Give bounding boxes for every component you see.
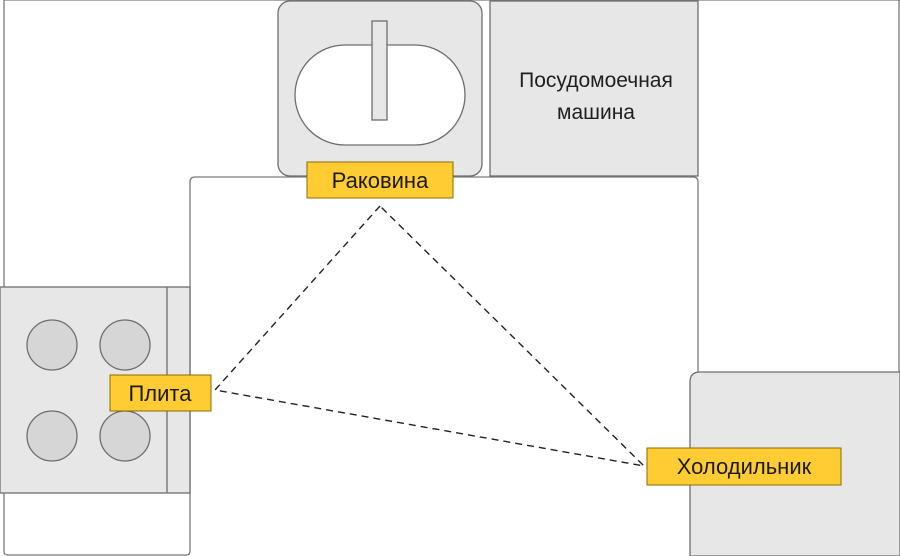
dishwasher-label-line1: Посудомоечная [519, 69, 673, 92]
dishwasher [489, 0, 699, 177]
fridge-tag: Холодильник [646, 447, 842, 486]
sink-tag-label: Раковина [332, 168, 429, 193]
faucet [371, 20, 388, 121]
dishwasher-label-line2: машина [557, 101, 635, 124]
burner-icon [99, 410, 151, 462]
burner-icon [26, 319, 78, 371]
fridge-tag-box [646, 447, 842, 486]
stove-tag-box [109, 374, 212, 412]
stove-tag: Плита [109, 374, 212, 412]
work-triangle [213, 204, 647, 468]
stove-tag-label: Плита [128, 381, 192, 406]
burner-icon [99, 319, 151, 371]
sink-tag-box [306, 161, 454, 199]
burner-icon [26, 410, 78, 462]
sink-tag: Раковина [306, 161, 454, 199]
fridge-tag-label: Холодильник [677, 454, 812, 479]
